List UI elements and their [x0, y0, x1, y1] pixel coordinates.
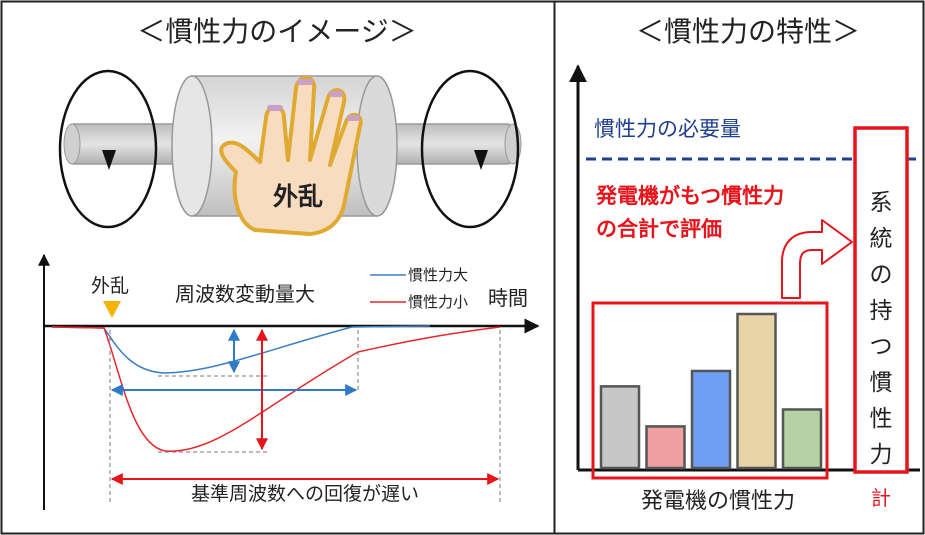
left-panel-title: ＜慣性力のイメージ＞: [137, 15, 416, 48]
shaft-end-left: [63, 123, 81, 165]
system-total-box: [853, 126, 909, 474]
generator-group-box: [591, 301, 829, 480]
generator-bar: [690, 369, 732, 470]
freq-change-label: 周波数変動量大: [175, 282, 315, 306]
frequency-graph: 時間 外乱 周波数変動量大 慣性力大 慣性力小 基準周波数への回復が遅い: [38, 253, 540, 510]
evaluation-text-line2: の合計で評価: [596, 217, 722, 241]
curve-large-inertia: [51, 325, 431, 374]
rotation-arrow-left: [58, 69, 158, 229]
generator-bar: [781, 408, 823, 470]
legend-label-small: 慣性力小: [408, 293, 468, 311]
generator-bar: [599, 385, 641, 470]
right-panel-frame: [553, 0, 925, 535]
rotor-illustration: 外乱: [58, 69, 522, 236]
hand-label: 外乱: [273, 182, 323, 211]
required-amount-label: 慣性力の必要量: [594, 117, 741, 141]
curve-small-inertia: [51, 326, 501, 452]
evaluation-text-line1: 発電機がもつ慣性力: [595, 184, 784, 208]
sum-arrow-icon: [781, 219, 853, 299]
graph-guides: [109, 330, 501, 505]
disturbance-marker-icon: [103, 301, 121, 318]
recovery-label: 基準周波数への回復が遅い: [191, 483, 419, 505]
time-axis-label: 時間: [488, 286, 528, 310]
hand-icon: [219, 75, 363, 236]
generator-inertia-label: 発電機の慣性力: [641, 489, 795, 514]
legend-label-large: 慣性力大: [408, 266, 468, 284]
total-label: 計: [871, 486, 891, 510]
rotor-face-right: [356, 75, 398, 217]
rotor-face-left: [171, 75, 213, 217]
generator-bars: [599, 312, 823, 470]
rotation-arrowhead-left: [102, 150, 116, 170]
generator-bar: [645, 425, 686, 470]
rotation-arrowhead-right: [474, 150, 488, 170]
rotation-arrow-right: [420, 69, 520, 229]
system-inertia-label: 系統の持つ慣性力: [870, 190, 893, 468]
right-panel-title: ＜慣性力の特性＞: [636, 15, 860, 48]
disturbance-label: 外乱: [91, 275, 129, 297]
generator-bar: [736, 312, 777, 470]
